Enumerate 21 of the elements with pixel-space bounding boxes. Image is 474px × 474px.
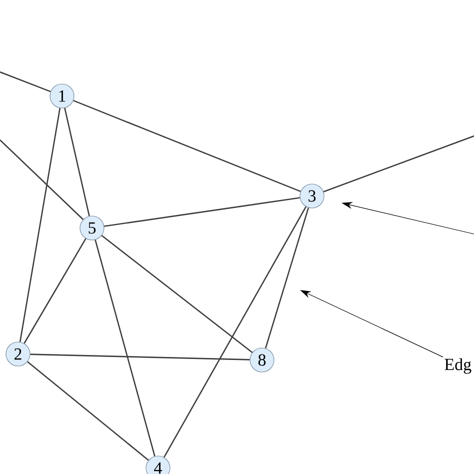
numbered-node: 1 <box>50 84 74 108</box>
numbered-node: 8 <box>250 348 274 372</box>
callout-text: Edg <box>444 358 472 374</box>
edge-line <box>64 108 90 216</box>
edge-line <box>73 100 301 192</box>
edge-line <box>94 240 156 456</box>
edge-line <box>323 135 474 192</box>
edge-line <box>101 235 253 353</box>
numbered-node: 2 <box>6 342 30 366</box>
edge-line <box>19 108 61 342</box>
edge-line <box>164 206 307 458</box>
edge-line <box>24 238 86 344</box>
edge-line <box>27 361 149 461</box>
edge-line <box>104 197 300 227</box>
numbered-node: 3 <box>300 184 324 208</box>
edge-line <box>264 208 310 348</box>
edge-line <box>0 140 84 220</box>
numbered-node: 5 <box>80 216 104 240</box>
edge-line <box>30 354 250 360</box>
numbered-node: 4 <box>146 456 170 474</box>
edge-line <box>0 71 51 92</box>
